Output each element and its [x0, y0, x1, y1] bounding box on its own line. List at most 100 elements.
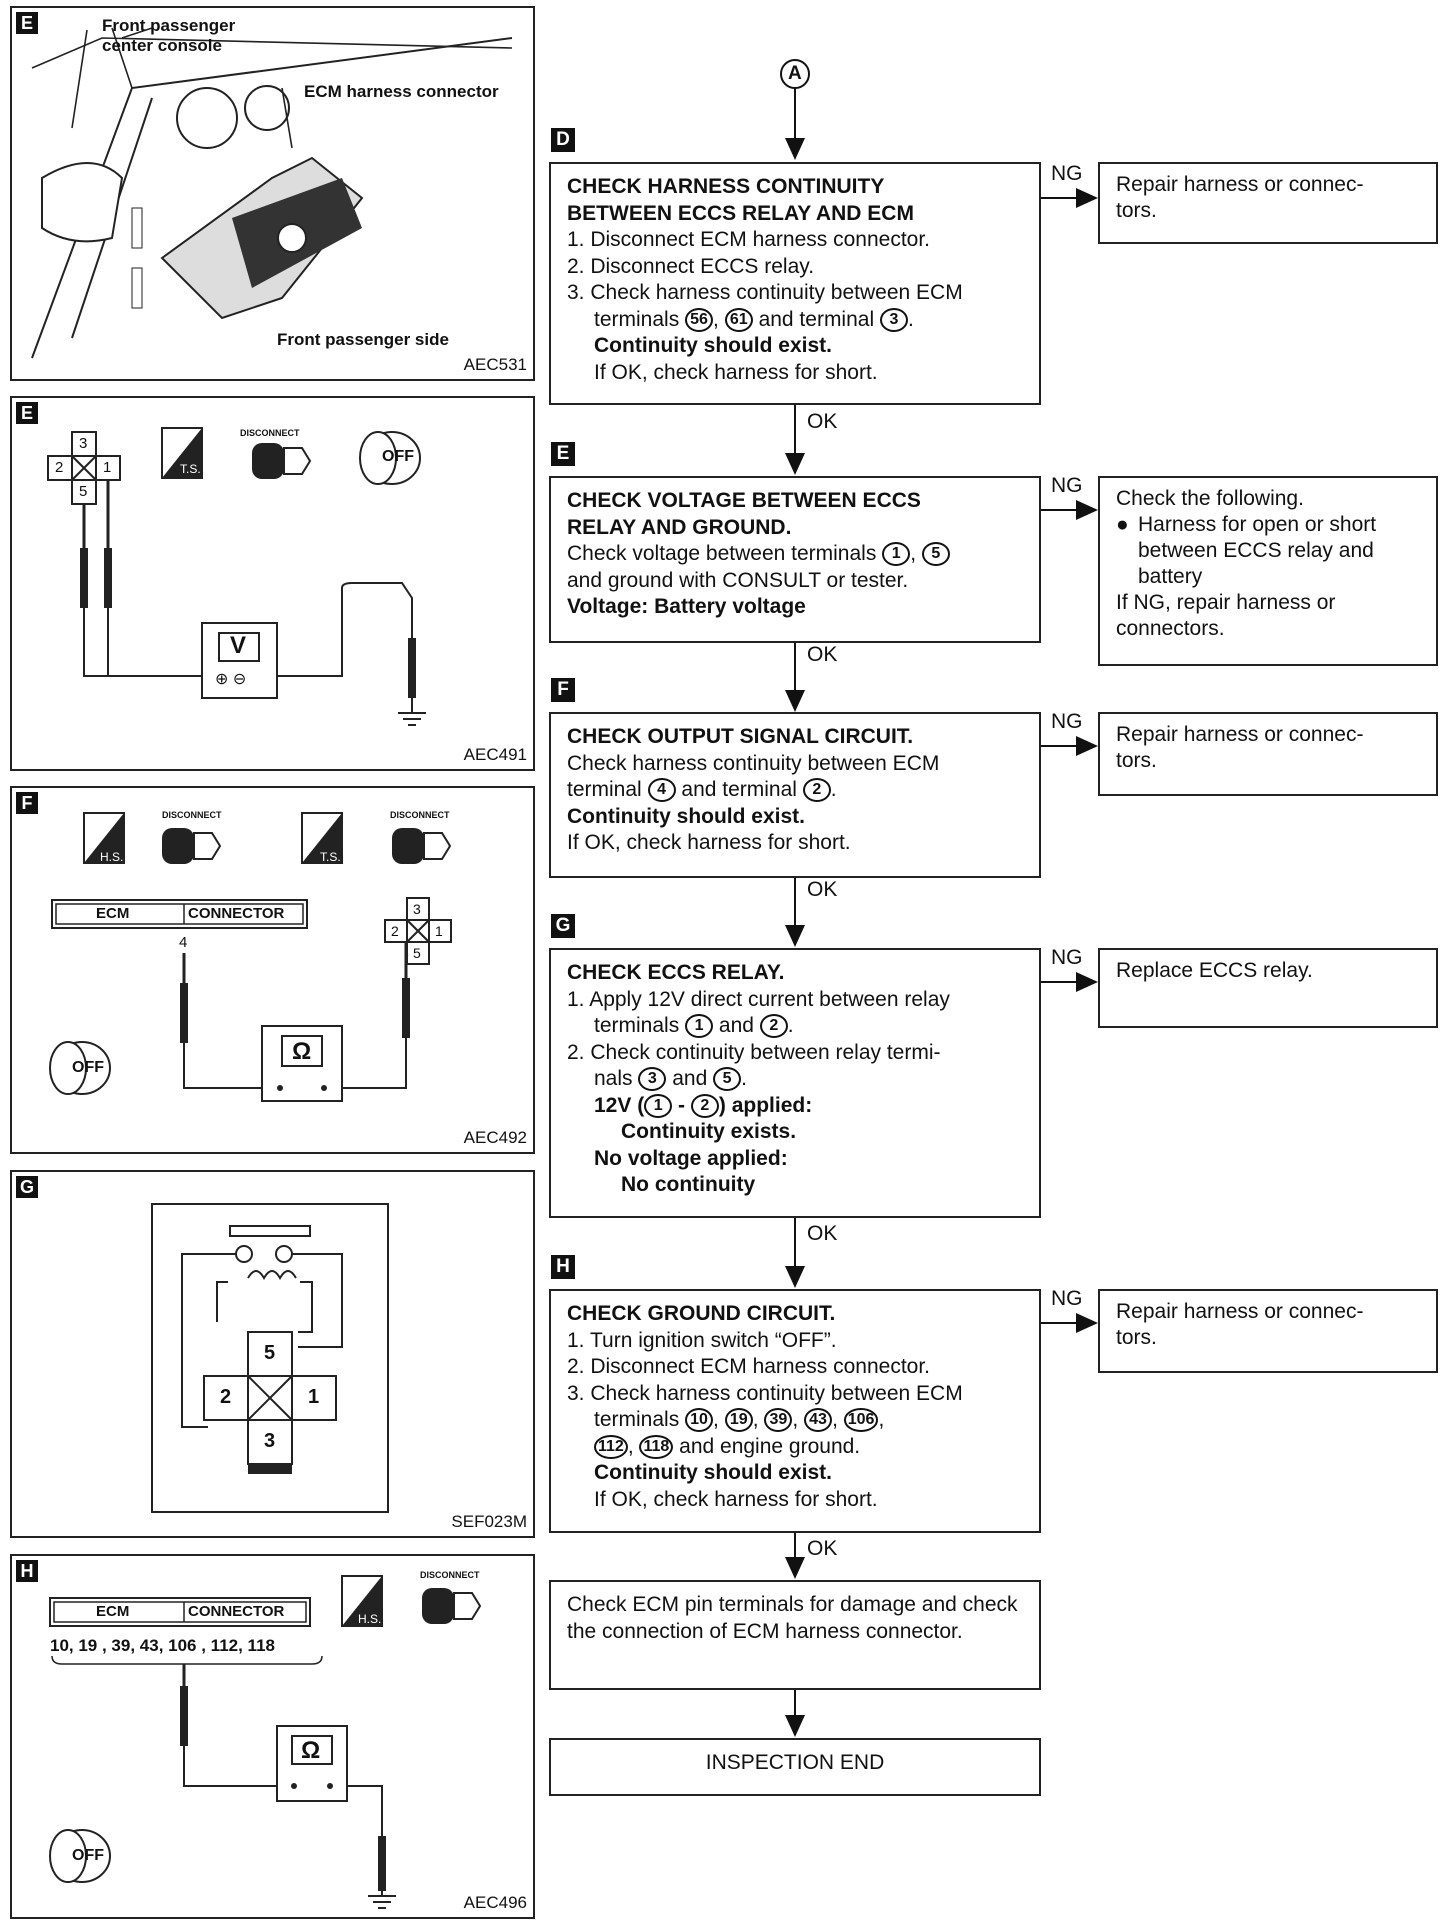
step-f-title: CHECK OUTPUT SIGNAL CIRCUIT. — [567, 725, 914, 748]
ecm-connector-location-drawing — [31, 27, 513, 359]
inspection-end-box: INSPECTION END — [549, 1738, 1041, 1796]
step-h-line: 112, 118 and engine ground. — [567, 1434, 1023, 1461]
repair-text: Repair harness or connec- tors. — [1116, 723, 1364, 772]
output-signal-test-drawing — [49, 812, 452, 1102]
figure-id: SEF023M — [451, 1512, 527, 1531]
step-h-line: terminals 10, 19, 39, 43, 106, — [594, 1408, 885, 1433]
step-g-line: 1. Apply 12V direct current between rela… — [567, 987, 950, 1011]
step-tag-h: H — [551, 1255, 575, 1279]
hs-label: H.S. — [100, 850, 124, 864]
pin-5: 5 — [264, 1342, 276, 1364]
step-h-title: CHECK GROUND CIRCUIT. — [567, 1302, 836, 1325]
meter-terminals: ⊕ ⊖ — [215, 671, 247, 688]
step-g-title: CHECK ECCS RELAY. — [567, 961, 785, 984]
repair-bullet: ●Harness for open or short between ECCS … — [1116, 513, 1377, 588]
pin-3: 3 — [413, 901, 421, 917]
voltmeter-label: V — [230, 632, 247, 659]
final-check-text: Check ECM pin terminals for damage and c… — [567, 1593, 1018, 1643]
step-d-line: If OK, check harness for short. — [594, 360, 878, 384]
figure-id: AEC492 — [463, 1128, 527, 1147]
step-d-box: CHECK HARNESS CONTINUITY BETWEEN ECCS RE… — [549, 162, 1041, 405]
repair-text: Check the following. — [1116, 487, 1304, 510]
ts-label: T.S. — [180, 462, 201, 476]
step-g-line: 12V (1 - 2) applied: — [594, 1093, 813, 1118]
panel-tag: F — [16, 792, 38, 814]
step-g-line: Continuity exists. — [621, 1120, 797, 1143]
repair-text: Repair harness or connec- tors. — [1116, 173, 1364, 222]
step-d-line: 1. Disconnect ECM harness connector. — [567, 228, 931, 251]
panel-tag: E — [16, 12, 38, 34]
step-f-box: CHECK OUTPUT SIGNAL CIRCUIT. Check harne… — [549, 712, 1041, 878]
voltage-test-drawing — [47, 427, 426, 726]
step-g-line: terminals 1 and 2. — [594, 1014, 794, 1039]
ng-label: NG — [1051, 710, 1083, 733]
step-tag-e: E — [551, 442, 575, 466]
panel-tag: G — [16, 1176, 38, 1198]
ng-label: NG — [1051, 162, 1083, 185]
step-g-line: No voltage applied: — [594, 1146, 788, 1170]
ecm-pin-label: 4 — [179, 934, 188, 951]
figure-aec492: F H.S. T.S. DISCONNECT DISCONNECT ECM CO… — [10, 786, 535, 1154]
repair-text: If NG, repair harness or connectors. — [1116, 591, 1336, 640]
ohmmeter-label: Ω — [292, 1038, 312, 1065]
side-label: Front passenger side — [277, 330, 449, 349]
step-d-line: Continuity should exist. — [594, 334, 833, 357]
step-e-line: Voltage: Battery voltage — [567, 595, 806, 618]
figure-aec531: E Front passenger center console ECM har… — [10, 6, 535, 381]
step-e-box: CHECK VOLTAGE BETWEEN ECCS RELAY AND GRO… — [549, 476, 1041, 643]
pin-1: 1 — [103, 459, 112, 476]
disconnect-icon: DISCONNECT — [162, 810, 222, 820]
disconnect-icon: DISCONNECT — [420, 1570, 480, 1580]
inspection-end-text: INSPECTION END — [705, 1751, 885, 1774]
final-check-box: Check ECM pin terminals for damage and c… — [549, 1580, 1041, 1690]
step-f-line: If OK, check harness for short. — [567, 831, 851, 854]
ok-label: OK — [807, 878, 838, 901]
step-tag-f: F — [551, 678, 575, 702]
step-h-line: 2. Disconnect ECM harness connector. — [567, 1355, 931, 1378]
connector-label: ECM harness connector — [304, 82, 499, 101]
ng-label: NG — [1051, 474, 1083, 497]
step-h-box: CHECK GROUND CIRCUIT. 1. Turn ignition s… — [549, 1289, 1041, 1533]
step-d-line: terminals 56, 61 and terminal 3. — [594, 307, 914, 332]
figure-id: AEC496 — [463, 1893, 527, 1912]
repair-box-f: Repair harness or connec- tors. — [1098, 712, 1438, 796]
step-tag-g: G — [551, 914, 575, 938]
connector-label: CONNECTOR — [188, 905, 285, 922]
figure-id: AEC491 — [463, 745, 527, 764]
pin-5: 5 — [413, 945, 421, 961]
pin-1: 1 — [435, 923, 443, 939]
repair-box-d: Repair harness or connec- tors. — [1098, 162, 1438, 244]
pin-2: 2 — [391, 923, 399, 939]
ng-label: NG — [1051, 946, 1083, 969]
ecm-pins-label: 10, 19 , 39, 43, 106 , 112, 118 — [50, 1636, 275, 1655]
figure-id: AEC531 — [463, 355, 527, 374]
hs-label: H.S. — [358, 1612, 382, 1626]
step-f-line: Continuity should exist. — [567, 804, 806, 828]
figure-aec496: H ECM CONNECTOR 10, 19 , 39, 43, 106 , 1… — [10, 1554, 535, 1919]
ok-label: OK — [807, 1537, 838, 1560]
step-d-line: 3. Check harness continuity between ECM — [567, 281, 963, 304]
ecm-label: ECM — [96, 905, 130, 922]
step-h-line: Continuity should exist. — [594, 1461, 833, 1484]
ohmmeter-label: Ω — [301, 1737, 321, 1764]
ng-label: NG — [1051, 1287, 1083, 1310]
pin-1: 1 — [308, 1386, 320, 1408]
repair-text: Replace ECCS relay. — [1116, 959, 1313, 982]
disconnect-icon: DISCONNECT — [240, 428, 300, 438]
disconnect-icon: DISCONNECT — [390, 810, 450, 820]
off-icon: OFF — [72, 1847, 104, 1864]
step-d-title: CHECK HARNESS CONTINUITY — [567, 175, 885, 198]
off-icon: OFF — [382, 448, 414, 465]
step-g-line: No continuity — [621, 1173, 756, 1196]
step-g-box: CHECK ECCS RELAY. 1. Apply 12V direct cu… — [549, 948, 1041, 1218]
step-e-title: RELAY AND GROUND. — [567, 515, 792, 539]
eccs-relay-drawing — [151, 1203, 389, 1513]
figure-aec491: E 3 2 1 5 T.S. DISCONNECT OFF V ⊕ ⊖ AEC4… — [10, 396, 535, 771]
connector-label: CONNECTOR — [188, 1603, 285, 1620]
ground-circuit-test-drawing — [49, 1575, 482, 1909]
step-h-line: 3. Check harness continuity between ECM — [567, 1381, 963, 1405]
step-h-line: 1. Turn ignition switch “OFF”. — [567, 1328, 837, 1352]
off-icon: OFF — [72, 1059, 104, 1076]
pin-2: 2 — [55, 459, 64, 476]
